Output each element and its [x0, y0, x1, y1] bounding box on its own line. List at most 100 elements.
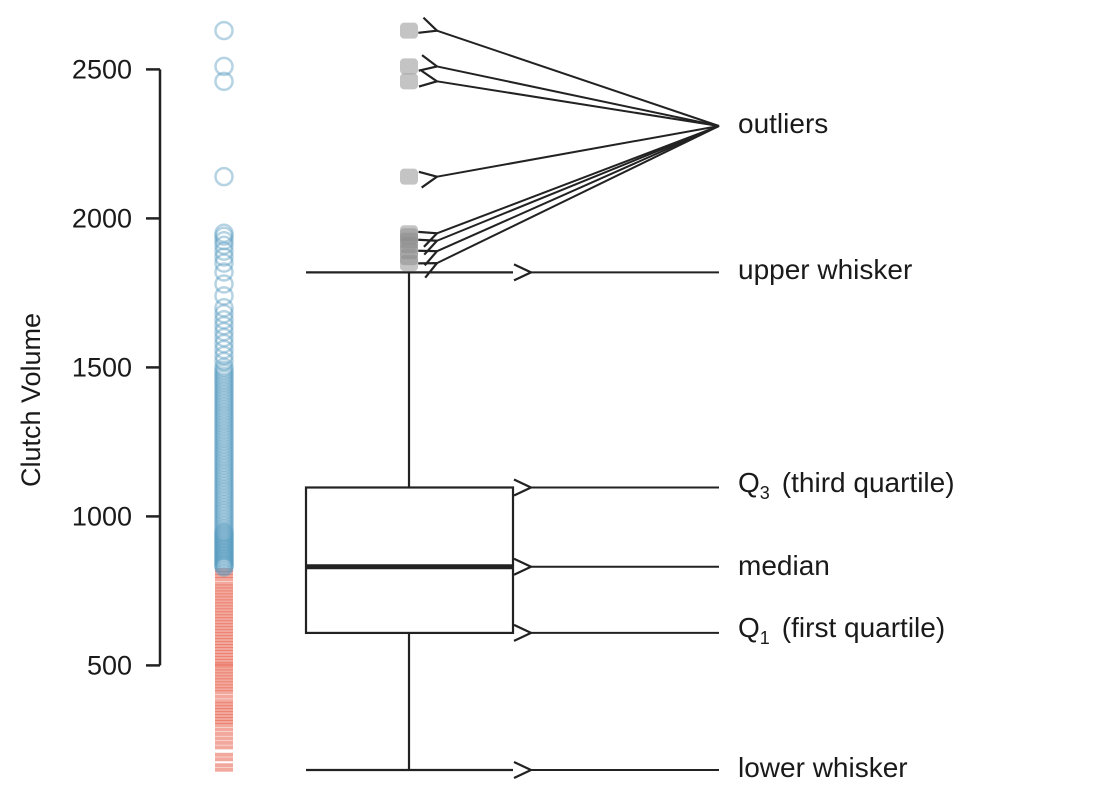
strip-point-high: [214, 372, 234, 393]
strip-point-high: [214, 387, 234, 407]
strip-point-high: [214, 304, 234, 324]
annotation-q1-main: Q: [738, 612, 760, 643]
strip-point-high: [214, 351, 234, 372]
strip-point-high: [214, 455, 234, 476]
strip-point-high: [214, 497, 234, 518]
strip-point-low: [215, 678, 233, 683]
strip-point-high: [214, 223, 234, 244]
strip-point-low: [215, 608, 233, 613]
strip-point-high: [214, 429, 234, 449]
strip-point-low: [215, 752, 233, 757]
strip-point-low: [215, 626, 233, 631]
strip-point-high: [214, 390, 234, 410]
strip-point-high: [214, 321, 234, 342]
strip-point-low: [215, 644, 233, 649]
strip-point-high: [214, 512, 234, 533]
outlier-arrow: [437, 125, 720, 233]
strip-point-high: [214, 545, 234, 565]
strip-point-low: [215, 714, 233, 719]
strip-point-high: [214, 357, 234, 378]
strip-point-high: [214, 381, 234, 401]
strip-point-high: [214, 420, 234, 440]
strip-point-high: [214, 396, 234, 416]
annotation-q3: Q3(third quartile): [738, 467, 955, 503]
strip-point-high: [214, 298, 234, 318]
strip-point-high: [214, 540, 234, 561]
strip-point-high: [214, 450, 234, 470]
data-strip: [214, 20, 234, 772]
strip-point-low: [215, 587, 233, 592]
annotation-upper-whisker: upper whisker: [738, 254, 912, 285]
strip-point-high: [214, 542, 234, 562]
strip-point-low: [215, 652, 233, 657]
strip-point-high: [214, 166, 234, 187]
strip-point-high: [214, 441, 234, 461]
strip-point-high: [214, 327, 234, 348]
strip-point-low: [215, 723, 233, 728]
strip-point-low: [215, 649, 233, 654]
strip-point-high: [214, 438, 234, 458]
y-axis-title: Clutch Volume: [16, 313, 46, 487]
strip-point-high: [214, 274, 234, 294]
strip-point-high: [214, 315, 234, 336]
strip-point-high: [214, 531, 234, 552]
y-tick-label: 2000: [72, 203, 132, 233]
strip-point-high: [214, 488, 234, 509]
strip-point-low: [215, 647, 233, 652]
strip-point-low: [215, 702, 233, 707]
strip-point-high: [214, 414, 234, 434]
strip-point-low: [215, 740, 233, 745]
strip-point-high: [214, 521, 234, 542]
strip-point-low: [215, 681, 233, 686]
strip-point-low: [215, 629, 233, 634]
strip-point-low: [215, 708, 233, 713]
strip-point-low: [215, 669, 233, 674]
strip-point-low: [215, 605, 233, 610]
strip-point-high: [214, 226, 234, 247]
strip-point-high: [214, 554, 234, 574]
strip-point-high: [214, 537, 234, 558]
strip-point-high: [214, 534, 234, 555]
strip-point-high: [214, 262, 234, 282]
strip-point-high: [214, 253, 234, 273]
strip-point-low: [215, 584, 233, 589]
strip-point-low: [215, 694, 233, 699]
strip-point-high: [214, 453, 234, 473]
strip-point-low: [215, 763, 233, 768]
strip-point-low: [215, 576, 233, 581]
outlier-arrow: [437, 81, 720, 127]
outlier-point: [400, 168, 418, 185]
annotation-q3-sub: 3: [760, 483, 770, 503]
strip-point-low: [215, 617, 233, 622]
outlier-point: [400, 73, 418, 90]
strip-point-high: [214, 458, 234, 479]
strip-point-high: [214, 309, 234, 330]
box-plot: [304, 22, 515, 772]
annotation-q1-text: (first quartile): [782, 612, 945, 643]
strip-point-high: [214, 515, 234, 536]
annotation-q3-text: (third quartile): [782, 467, 955, 498]
y-tick-label: 500: [87, 650, 132, 680]
annotations: outliers upper whisker Q3(third quartile…: [437, 31, 955, 783]
strip-point-high: [214, 405, 234, 425]
strip-point-high: [214, 393, 234, 413]
strip-point-low: [215, 767, 233, 772]
strip-point-low: [215, 727, 233, 732]
strip-point-high: [214, 494, 234, 515]
y-tick-label: 1000: [72, 501, 132, 531]
strip-point-high: [214, 384, 234, 404]
strip-point-low: [215, 658, 233, 663]
strip-point-low: [215, 684, 233, 689]
strip-point-high: [214, 375, 234, 396]
strip-point-low: [215, 602, 233, 607]
outlier-point: [400, 225, 418, 242]
strip-point-high: [214, 444, 234, 464]
strip-point-high: [214, 555, 234, 576]
strip-point-high: [214, 523, 234, 543]
strip-point-high: [214, 432, 234, 452]
strip-point-high: [214, 536, 234, 556]
strip-point-high: [214, 20, 234, 41]
strip-point-low: [215, 574, 233, 579]
